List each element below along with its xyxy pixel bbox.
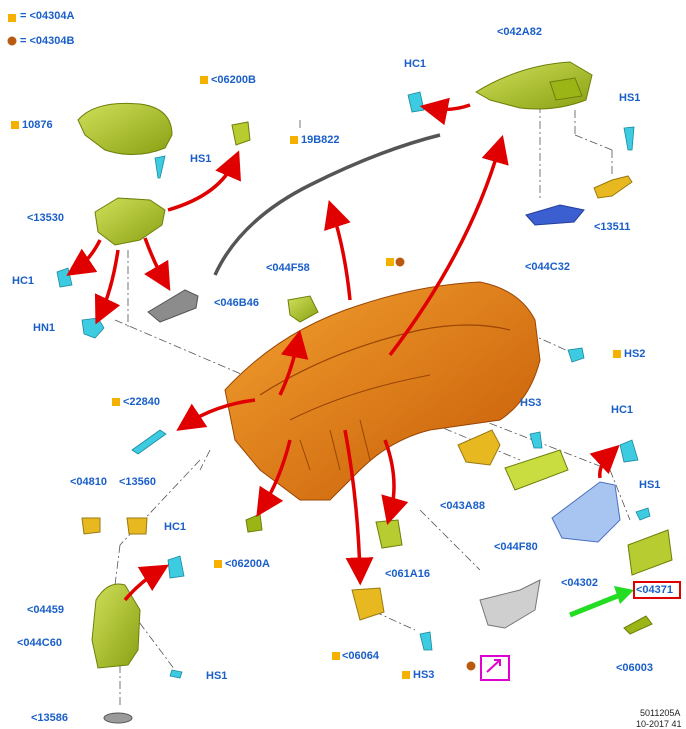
- label-044C60[interactable]: <044C60: [17, 637, 62, 649]
- label-hc1-top[interactable]: HC1: [404, 58, 427, 70]
- label-06064[interactable]: <06064: [342, 650, 380, 662]
- label-13511[interactable]: <13511: [594, 221, 631, 233]
- label-22840[interactable]: <22840: [123, 396, 161, 408]
- label-06200A[interactable]: <06200A: [225, 558, 270, 570]
- label-hs2[interactable]: HS2: [624, 348, 646, 360]
- part-13530-shape: [94, 197, 166, 246]
- label-044F58[interactable]: <044F58: [266, 262, 310, 274]
- label-hc1-left[interactable]: HC1: [12, 275, 35, 287]
- label-hs1-bottom[interactable]: HS1: [206, 670, 228, 682]
- label-10876[interactable]: 10876: [22, 119, 53, 131]
- label-044F80[interactable]: <044F80: [494, 541, 538, 553]
- label-061A16[interactable]: <061A16: [385, 568, 430, 580]
- label-hc1-right[interactable]: HC1: [611, 404, 634, 416]
- label-044C32[interactable]: <044C32: [525, 261, 570, 273]
- footer-date: 10-2017 41: [636, 719, 682, 729]
- label-13560[interactable]: <13560: [119, 476, 157, 488]
- label-hs1-left[interactable]: HS1: [190, 153, 212, 165]
- label-042A82[interactable]: <042A82: [497, 26, 542, 38]
- legend-square-label: = <04304A: [20, 10, 75, 22]
- link-icon-box[interactable]: [480, 655, 510, 681]
- label-04459[interactable]: <04459: [27, 604, 65, 616]
- label-hs1-right[interactable]: HS1: [639, 479, 661, 491]
- label-hs3-right[interactable]: HS3: [520, 397, 542, 409]
- label-04810[interactable]: <04810: [70, 476, 108, 488]
- label-043A88[interactable]: <043A88: [440, 500, 485, 512]
- highlight-box-04371: [633, 581, 681, 599]
- label-04302[interactable]: <04302: [561, 577, 599, 589]
- part-10876-shape: [77, 102, 173, 155]
- footer-code: 5011205A: [640, 708, 681, 718]
- label-13530[interactable]: <13530: [27, 212, 65, 224]
- label-hc1-bottom-left[interactable]: HC1: [164, 521, 187, 533]
- label-hn1[interactable]: HN1: [33, 322, 56, 334]
- label-046B46[interactable]: <046B46: [214, 297, 259, 309]
- instrument-panel-shape: [224, 281, 541, 501]
- label-19B822[interactable]: 19B822: [301, 134, 340, 146]
- label-13586[interactable]: <13586: [31, 712, 69, 724]
- label-hs1-top-right[interactable]: HS1: [619, 92, 641, 104]
- red-arrows: [66, 97, 620, 602]
- label-hs3-bottom[interactable]: HS3: [413, 669, 435, 681]
- label-06003[interactable]: <06003: [616, 662, 654, 674]
- legend-dot-label: = <04304B: [20, 35, 75, 47]
- label-04371[interactable]: <04371: [636, 584, 674, 596]
- label-06200B[interactable]: <06200B: [211, 74, 256, 86]
